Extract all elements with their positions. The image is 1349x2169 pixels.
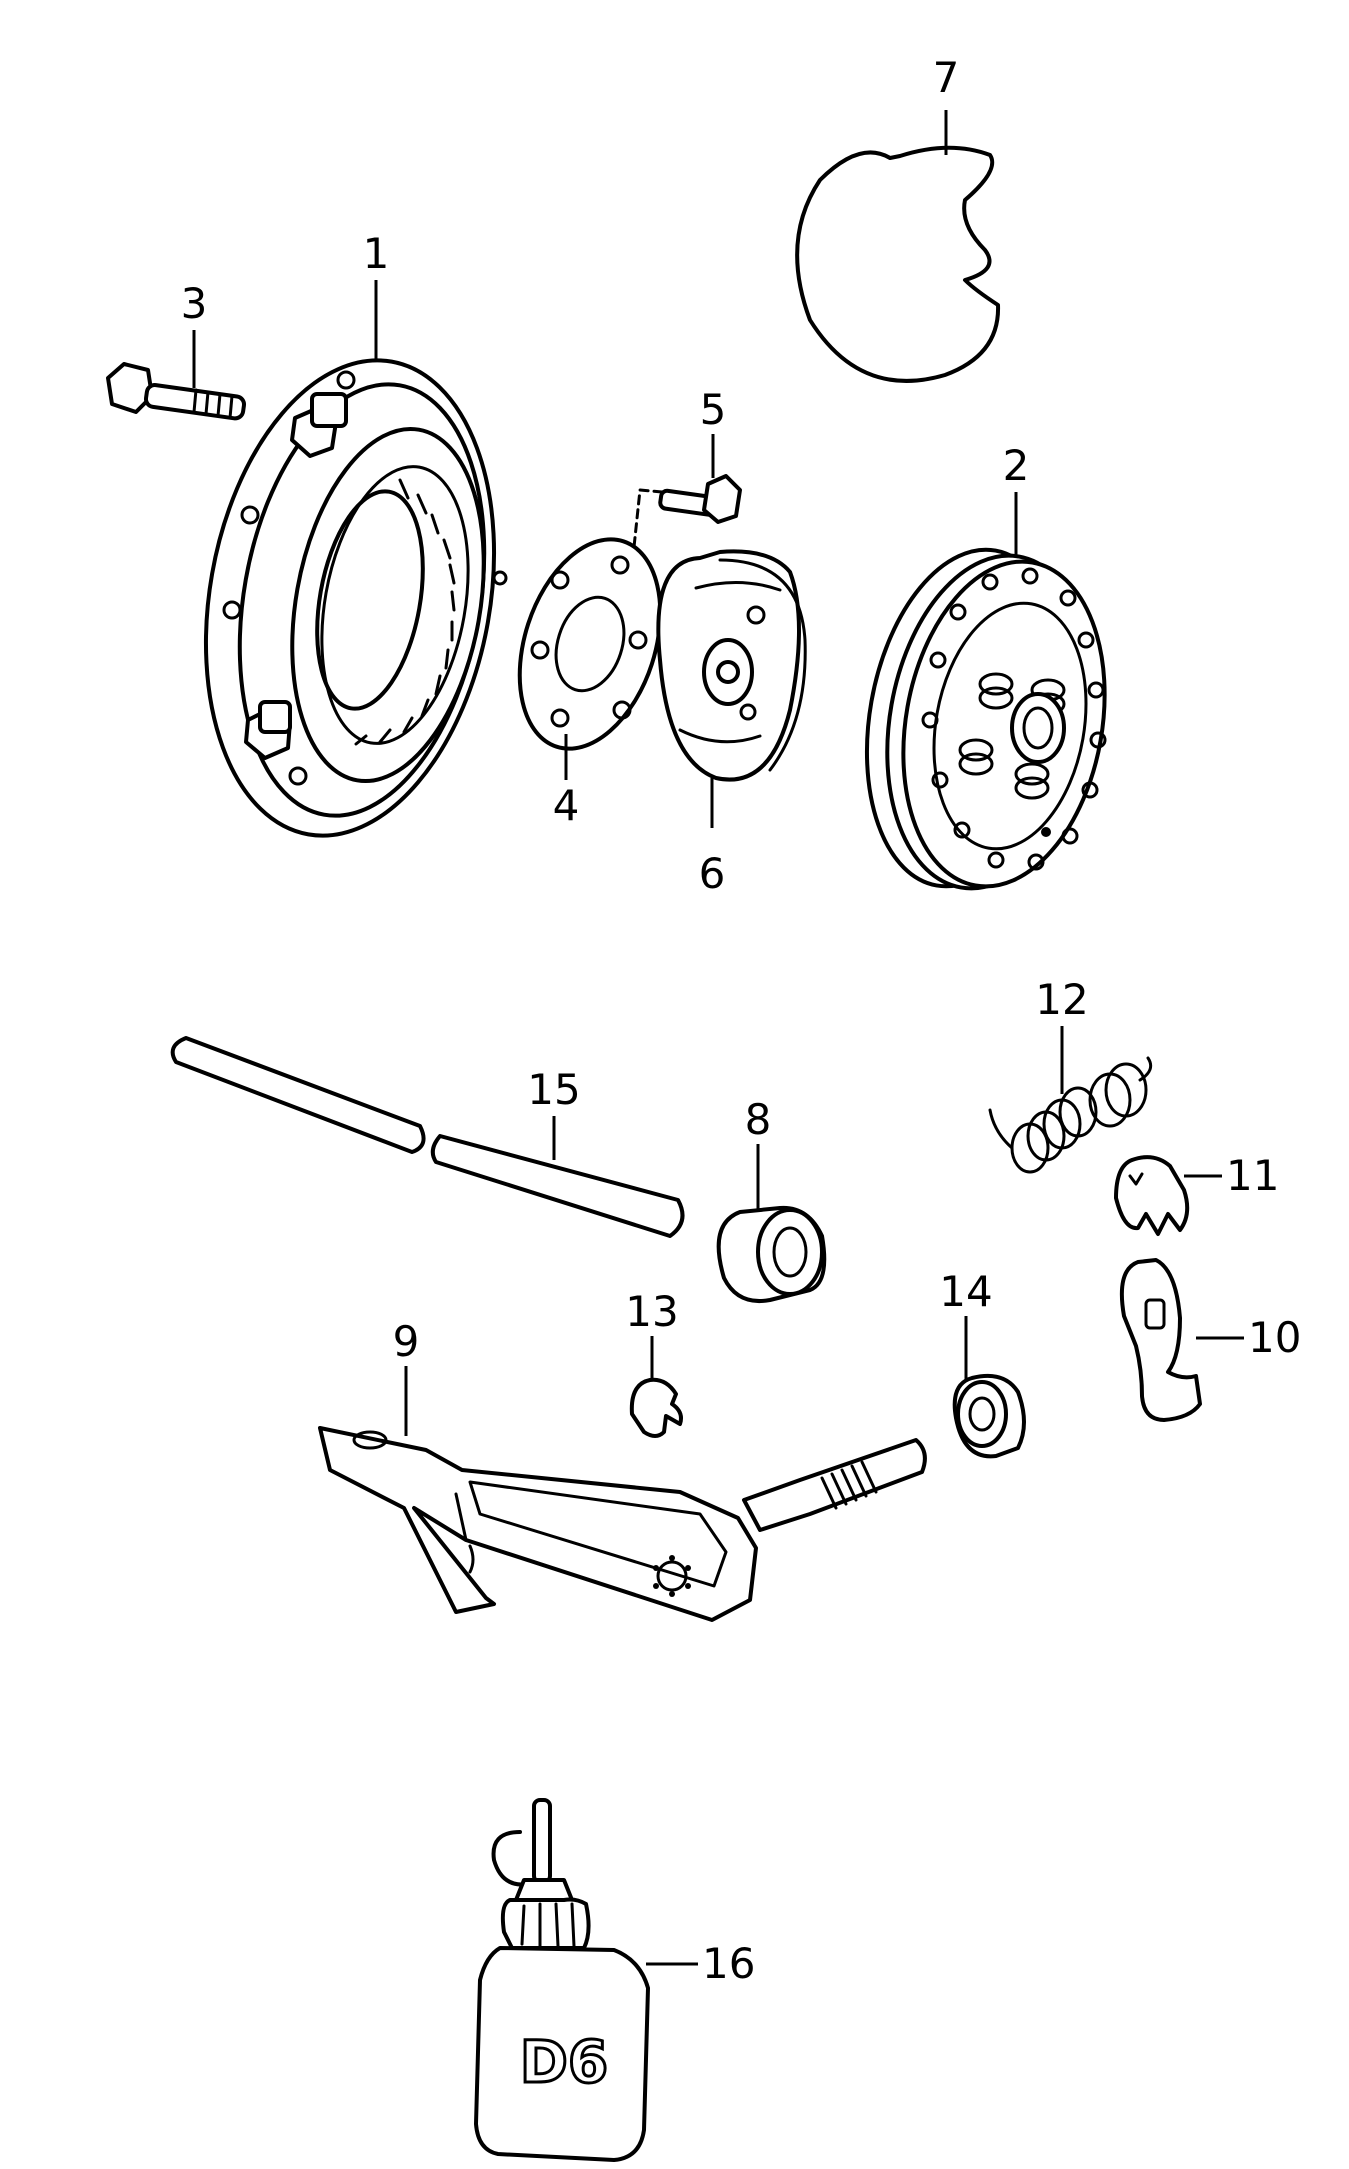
part-13-small-clip[interactable] — [629, 1377, 683, 1438]
part-5-bolt[interactable] — [658, 474, 742, 524]
part-10-lever[interactable] — [1119, 1258, 1202, 1422]
part-9-release-fork-shaft[interactable] — [318, 1426, 927, 1622]
part-16-grease-bottle[interactable]: D6 — [474, 1798, 650, 2162]
callout-1: 1 — [363, 229, 390, 278]
callout-14: 14 — [939, 1267, 992, 1316]
callout-2: 2 — [1003, 441, 1030, 490]
part-4-spacer-plate[interactable] — [495, 521, 685, 767]
part-15-pushrod[interactable] — [170, 1036, 685, 1238]
callout-11: 11 — [1226, 1151, 1279, 1200]
part-2-clutch-disc[interactable] — [842, 534, 1129, 905]
callout-16: 16 — [702, 1939, 755, 1988]
part-6-flywheel-plate[interactable] — [656, 549, 807, 782]
part-7-circlip[interactable] — [795, 145, 1001, 383]
callout-8: 8 — [745, 1095, 772, 1144]
callout-15: 15 — [527, 1065, 580, 1114]
callout-5: 5 — [700, 385, 727, 434]
callout-6: 6 — [699, 849, 726, 898]
callout-12: 12 — [1035, 975, 1088, 1024]
part-3-bolt[interactable] — [106, 362, 247, 421]
callout-7: 7 — [933, 53, 960, 102]
part-14-bushing[interactable] — [952, 1373, 1026, 1459]
part-11-clip[interactable] — [1114, 1155, 1190, 1236]
callout-10: 10 — [1248, 1313, 1301, 1362]
part-12-spring[interactable] — [988, 1056, 1153, 1174]
callout-4: 4 — [553, 781, 580, 830]
callout-13: 13 — [625, 1287, 678, 1336]
bottle-label: D6 — [520, 2028, 609, 2096]
part-8-bearing[interactable] — [716, 1205, 827, 1303]
callout-9: 9 — [393, 1317, 420, 1366]
bolt-5-alignment-line — [630, 488, 664, 568]
callout-3: 3 — [181, 279, 208, 328]
part-1-pressure-plate[interactable] — [170, 337, 529, 858]
